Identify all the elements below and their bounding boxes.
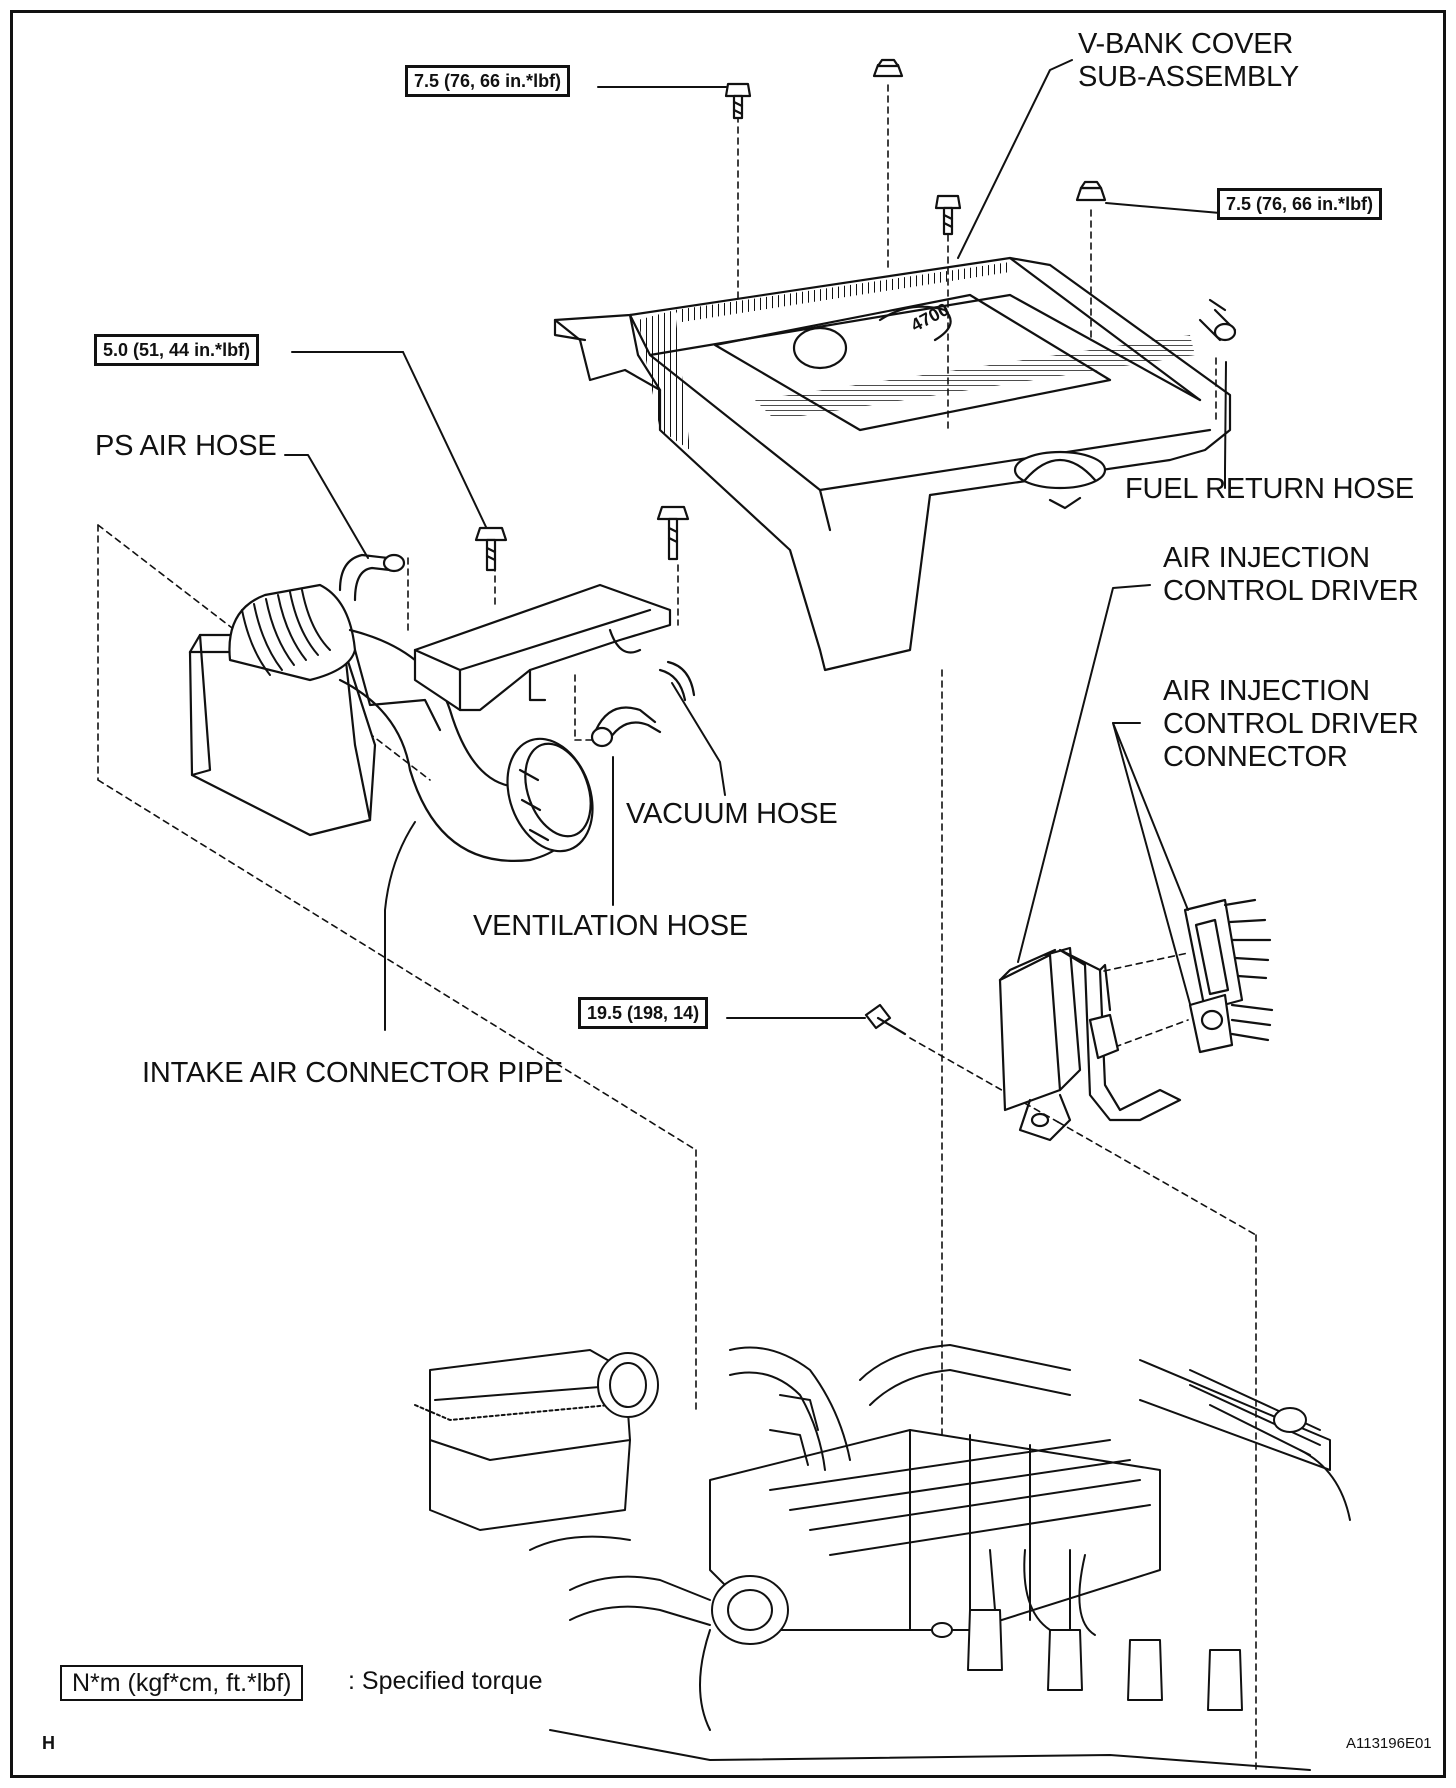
label-vbank-cover-line2: SUB-ASSEMBLY: [1078, 61, 1300, 93]
torque-cover-bolt-left: 7.5 (76, 66 in.*lbf): [405, 65, 571, 97]
torque-driver-bolt: 19.5 (198, 14): [578, 997, 709, 1029]
fuel-return-hose-drawing: [1198, 298, 1237, 342]
bolt-cover-mid: [872, 58, 904, 78]
intake-resonator-drawing: [413, 583, 696, 748]
legend-unit-box: N*m (kgf*cm, ft.*lbf): [60, 1665, 304, 1701]
vbank-cover-drawing: [553, 256, 1232, 672]
legend-description: : Specified torque: [348, 1667, 543, 1695]
bolt-cover-left: [724, 82, 752, 120]
label-air-injection-connector-line2: CONTROL DRIVER: [1163, 708, 1419, 740]
bolt-cover-right: [1075, 180, 1107, 202]
exploded-diagram: 4700: [10, 10, 1446, 1778]
figure-id: A113196E01: [1346, 1735, 1432, 1752]
torque-cover-bolt-right: 7.5 (76, 66 in.*lbf): [1217, 188, 1383, 220]
label-ps-air-hose: PS AIR HOSE: [95, 430, 277, 462]
label-intake-air-connector-pipe: INTAKE AIR CONNECTOR PIPE: [142, 1057, 563, 1089]
leader-lines: [284, 59, 1227, 1031]
engine-assembly-drawing: [414, 1344, 1351, 1771]
bolt-intake-right: [656, 505, 690, 561]
label-ventilation-hose: VENTILATION HOSE: [473, 910, 749, 942]
label-air-injection-connector-line3: CONNECTOR: [1163, 741, 1348, 773]
label-air-injection-driver-line1: AIR INJECTION: [1163, 542, 1370, 574]
torque-intake-bolt: 5.0 (51, 44 in.*lbf): [94, 334, 260, 366]
label-vacuum-hose: VACUUM HOSE: [626, 798, 838, 830]
label-fuel-return-hose: FUEL RETURN HOSE: [1125, 473, 1414, 505]
diagram-frame: 4700: [10, 10, 1446, 1778]
intake-air-connector-pipe-drawing: [188, 553, 594, 862]
label-air-injection-connector-line1: AIR INJECTION: [1163, 675, 1370, 707]
bolt-cover-center: [934, 194, 962, 236]
section-letter: H: [42, 1733, 55, 1753]
bolts: [474, 58, 1107, 1036]
label-vbank-cover-line1: V-BANK COVER: [1078, 28, 1294, 60]
air-injection-control-driver-drawing: [998, 946, 1182, 1142]
frame-border: [10, 10, 1446, 1778]
bolt-driver: [864, 1003, 907, 1036]
bolt-intake-left: [474, 526, 508, 572]
label-air-injection-driver-line2: CONTROL DRIVER: [1163, 575, 1419, 607]
air-injection-connector-drawing: [1183, 898, 1274, 1054]
